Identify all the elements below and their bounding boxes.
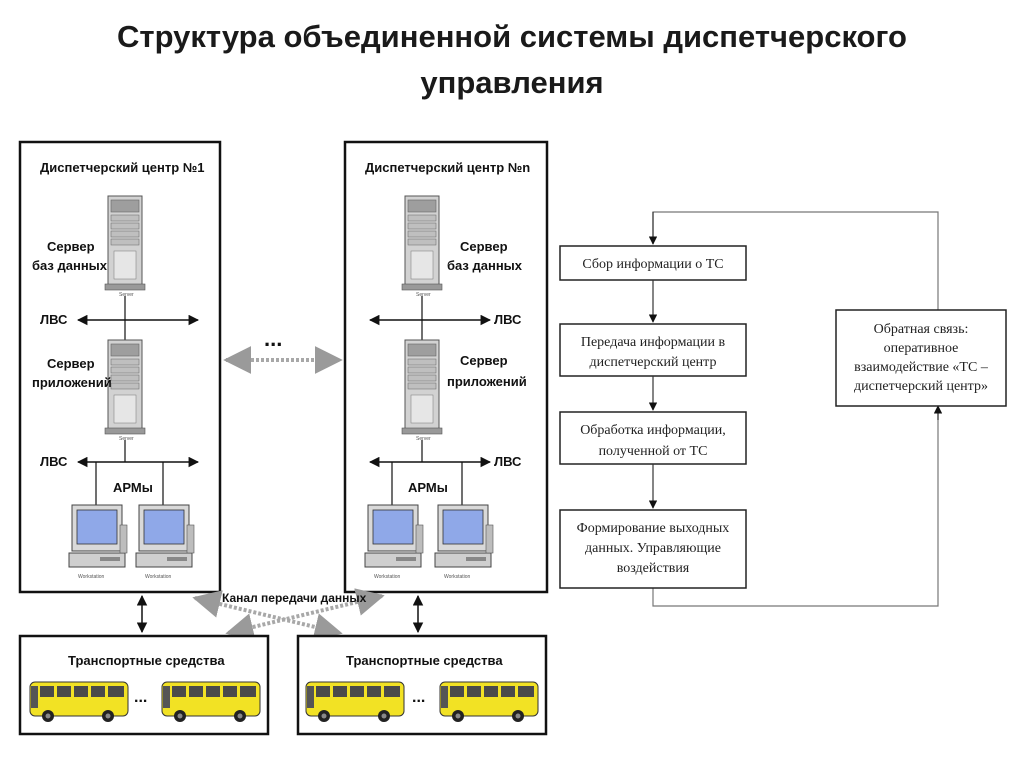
feedback-line-2: оперативное [884,341,959,356]
bus-1b-icon [161,681,261,723]
channel-label: Канал передачи данных [222,591,367,605]
workstations-n-label: АРМы [408,480,448,495]
flow-step-3-line-1: Обработка информации, [580,423,726,438]
feedback-line-4: диспетчерский центр» [854,379,988,394]
lan-1-bottom-label: ЛВС [40,454,68,469]
app-server-1-caption: Server [119,436,134,442]
flow-step-4-line-1: Формирование выходных [577,521,730,536]
app-server-1-label-1: Сервер [47,356,95,371]
workstation-1a-caption: Workstation [78,574,105,580]
transport-2-label: Транспортные средства [346,653,503,668]
db-server-1-label-1: Сервер [47,239,95,254]
db-server-n-label-2: баз данных [447,258,523,273]
db-server-1-caption: Server [119,292,134,298]
transport-1-ellipsis: ... [134,689,147,706]
db-server-n-caption: Server [416,292,431,298]
workstations-1-label: АРМы [113,480,153,495]
bus-1a-icon [29,681,129,723]
workstation-1b-icon [135,504,195,568]
dispatch-center-1-title: Диспетчерский центр №1 [40,160,205,175]
workstation-nb-caption: Workstation [444,574,471,580]
transport-1-label: Транспортные средства [68,653,225,668]
dispatch-center-n-title: Диспетчерский центр №n [365,160,530,175]
lan-1-top-label: ЛВС [40,312,68,327]
feedback-box [835,309,1007,407]
page-title: Структура объединенной системы диспетчер… [0,14,1024,106]
workstation-nb-icon [434,504,494,568]
app-server-n-label-2: приложений [447,374,527,389]
flow-step-2-line-1: Передача информации в [581,335,726,350]
feedback-line-3: взаимодействие «ТС – [854,360,989,375]
workstation-1a-icon [68,504,128,568]
workstation-1b-caption: Workstation [145,574,172,580]
dispatch-center-n: Диспетчерский центр №n Server Сервер баз… [343,140,549,594]
flow-step-2-line-2: диспетчерский центр [590,355,717,370]
flow-step-1-text: Сбор информации о ТС [582,257,723,272]
flow-step-4-line-3: воздействия [617,561,690,576]
transport-group-1: Транспортные средства ... [18,634,270,736]
flow-step-4-box [559,509,747,589]
app-server-n-icon [401,339,443,435]
bus-2a-icon [305,681,405,723]
transport-group-2: Транспортные средства ... [296,634,548,736]
db-server-1-label-2: баз данных [32,258,108,273]
feedback-line-1: Обратная связь: [874,322,969,337]
app-server-1-label-2: приложений [32,375,112,390]
app-server-n-caption: Server [416,436,431,442]
workstation-na-icon [364,504,424,568]
db-server-n-label-1: Сервер [460,239,508,254]
centers-ellipsis: ... [264,326,282,351]
workstation-na-caption: Workstation [374,574,401,580]
title-line-1: Структура объединенной системы диспетчер… [117,19,907,54]
lan-n-bottom-label: ЛВС [494,454,522,469]
title-line-2: управления [420,65,604,100]
channel-cross-2 [225,588,385,641]
db-server-n-icon [401,195,443,291]
loop-bottom-line [652,410,939,607]
flow-step-3-line-2: полученной от ТС [599,444,708,459]
app-server-n-label-1: Сервер [460,353,508,368]
bus-2b-icon [439,681,539,723]
lan-n-top-label: ЛВС [494,312,522,327]
db-server-1-icon [104,195,146,291]
flow-step-4-line-2: данных. Управляющие [585,541,721,556]
dispatch-center-1: Диспетчерский центр №1 Server Сервер баз… [18,140,222,594]
transport-2-ellipsis: ... [412,689,425,706]
flow-chart: Сбор информации о ТС Передача информации… [559,211,1007,607]
